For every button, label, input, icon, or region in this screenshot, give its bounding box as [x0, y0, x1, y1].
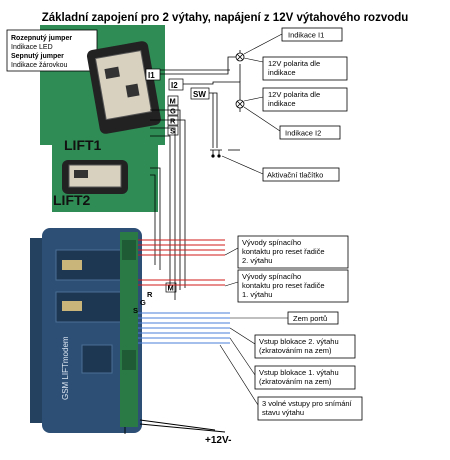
polarita1-box — [262, 56, 348, 81]
volne-line1: 3 volné vstupy pro snímání — [262, 399, 353, 408]
jumper-bulb-label: Indikace žárovkou — [11, 62, 68, 69]
vyvody2-line3: 2. výtahu — [242, 256, 272, 265]
bottom-tag-r: R — [147, 290, 153, 299]
red-wires — [138, 239, 225, 286]
wire-tag-i2: I2 — [171, 81, 178, 90]
indikace-i2-text: Indikace I2 — [285, 129, 321, 138]
wire-tag-s: S — [170, 127, 175, 136]
jumper-open-label: Rozepnutý jumper — [11, 35, 72, 42]
zem-text: Zem portů — [293, 314, 327, 323]
zem-box — [287, 311, 339, 325]
vyvody1-line2: kontaktu pro reset řadiče — [242, 281, 325, 290]
indikace-i2-box — [279, 125, 341, 140]
polarita1-line1: 12V polarita dle — [268, 59, 320, 68]
jumper-note-box — [6, 29, 98, 72]
jumper-led-label: Indikace LED — [11, 44, 53, 51]
blokace2-line2: (zkratováním na zem) — [259, 346, 332, 355]
lift2-label: LIFT2 — [53, 192, 91, 208]
indikace-i1-text: Indikace I1 — [288, 31, 324, 40]
vyvody2-line2: kontaktu pro reset řadiče — [242, 247, 325, 256]
lamp-symbols — [235, 52, 245, 109]
blokace2-box — [254, 334, 356, 359]
button-symbol — [210, 149, 222, 158]
tlacitko-box — [262, 167, 340, 182]
wire-tag-r: R — [170, 117, 176, 126]
jumper-closed-label: Sepnutý jumper — [11, 53, 64, 60]
lift1-module — [86, 41, 161, 134]
power-wires — [124, 419, 226, 434]
gsm-device — [30, 228, 142, 433]
blokace1-box — [254, 365, 356, 390]
wire-tag-g: G — [170, 107, 176, 116]
blue-wires — [138, 312, 230, 344]
volne-line2: stavu výtahu — [262, 408, 304, 417]
blokace1-line1: Vstup blokace 1. výtahu — [259, 368, 339, 377]
lift2-module — [62, 160, 128, 194]
diagram-title: Základní zapojení pro 2 výtahy, napájení… — [42, 12, 409, 24]
tlacitko-text: Aktivační tlačítko — [267, 171, 323, 180]
blokace2-line1: Vstup blokace 2. výtahu — [259, 337, 339, 346]
power-label: +12V- — [205, 435, 231, 446]
polarita2-line2: indikace — [268, 99, 296, 108]
wire-tag-i1: I1 — [148, 71, 155, 80]
callout-leaders — [219, 33, 288, 406]
vyvody2-line1: Vývody spínacího — [242, 238, 301, 247]
bottom-tag-m: M — [168, 284, 174, 293]
blokace1-line2: (zkratováním na zem) — [259, 377, 332, 386]
vyvody1-box — [237, 269, 349, 303]
bottom-tag-s: S — [133, 306, 138, 315]
vyvody1-line1: Vývody spínacího — [242, 272, 301, 281]
lift1-label: LIFT1 — [64, 137, 102, 153]
top-wiring — [150, 50, 241, 300]
indikace-i1-box — [281, 27, 343, 42]
vyvody2-box — [237, 235, 349, 269]
volne-box — [257, 396, 363, 421]
wire-tag-m: M — [170, 97, 176, 106]
polarita2-box — [262, 87, 348, 112]
device-brand-label: GSM LIFTmodem — [61, 336, 70, 400]
vyvody1-line3: 1. výtahu — [242, 290, 272, 299]
polarita2-line1: 12V polarita dle — [268, 90, 320, 99]
bottom-tag-g: G — [140, 298, 146, 307]
polarita1-line2: indikace — [268, 68, 296, 77]
wire-tag-sw: SW — [193, 90, 206, 99]
